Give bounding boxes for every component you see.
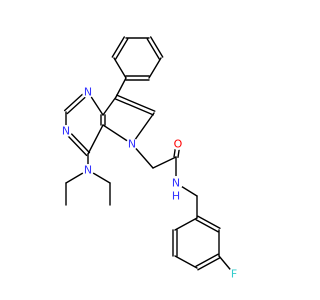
atom-nh-amide-n-label: N [172, 177, 180, 190]
atom-n-pyrimidine-top: N [82, 86, 94, 99]
bond-double-a [195, 253, 219, 267]
bond-single [115, 77, 127, 98]
atom-f-fluoro: F [228, 268, 240, 281]
bond-single [152, 156, 177, 169]
atom-n-pyrimidine-left: N [60, 125, 72, 138]
bond-single [174, 217, 198, 231]
atom-o-carbonyl: O [172, 138, 184, 151]
atom-f-fluoro-label: F [231, 268, 237, 281]
bond-single [148, 57, 162, 79]
atom-n-pyrrole-label: N [128, 138, 136, 151]
atom-n-amine-label: N [84, 164, 92, 177]
bond-double-b [111, 36, 125, 58]
bond-single [113, 57, 127, 79]
bond-double-b [150, 36, 164, 58]
atom-n-pyrimidine-top-label: N [84, 86, 92, 99]
bond-double-b [197, 257, 221, 271]
atom-n-amine: N [82, 164, 94, 177]
bond-double-a [114, 98, 154, 116]
atom-nh-amide-h-label: H [172, 190, 180, 203]
bond-single [174, 255, 198, 269]
bond-double-a [115, 38, 129, 60]
molecule-structure: N N N N O N H F [60, 36, 240, 281]
bond-single [87, 124, 104, 155]
bond-double-b [197, 215, 221, 229]
atom-n-pyrimidine-left-label: N [62, 125, 70, 138]
atom-o-carbonyl-label: O [174, 138, 183, 151]
bond-double-a [146, 38, 160, 60]
atom-nh-amide: N H [169, 176, 183, 203]
bond-double-b [116, 94, 156, 112]
bond-double-a [195, 219, 219, 233]
bond-single [131, 112, 155, 145]
atom-n-pyrrole: N [126, 138, 138, 151]
bond-layer [63, 36, 235, 275]
bond-single [102, 96, 117, 116]
